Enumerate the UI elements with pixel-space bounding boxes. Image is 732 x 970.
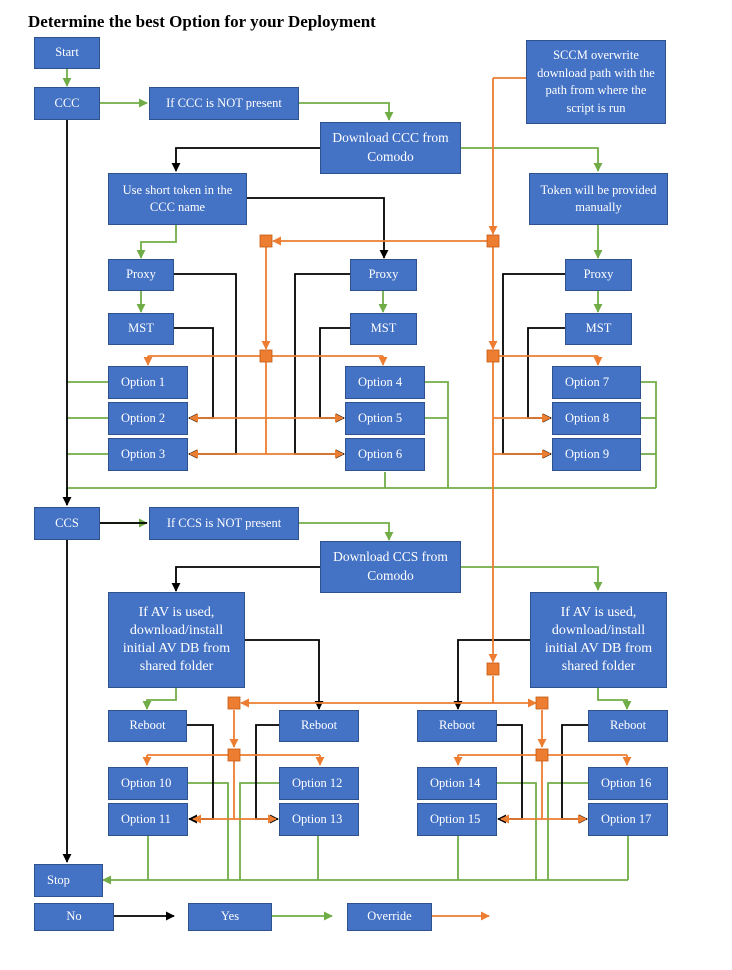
option-1-node: Option 1: [108, 366, 188, 399]
if-ccc-not-present-node: If CCC is NOT present: [149, 87, 299, 120]
option-3-node: Option 3: [108, 438, 188, 471]
option-10-node: Option 10: [108, 767, 188, 800]
proxy-node-1: Proxy: [108, 259, 174, 291]
reboot-node-3: Reboot: [417, 710, 497, 742]
download-ccc-node: Download CCC from Comodo: [320, 122, 461, 174]
av-db-node-2: If AV is used, download/install initial …: [530, 592, 667, 688]
stop-node: Stop: [34, 864, 103, 897]
short-token-node: Use short token in the CCC name: [108, 173, 247, 225]
mst-node-1: MST: [108, 313, 174, 345]
option-9-node: Option 9: [552, 438, 641, 471]
override-junctions: [227, 234, 549, 762]
option-16-node: Option 16: [588, 767, 668, 800]
yes-lines: [62, 69, 657, 921]
ccc-node: CCC: [34, 87, 100, 120]
option-17-node: Option 17: [588, 803, 668, 836]
option-11-node: Option 11: [108, 803, 188, 836]
legend-override: Override: [347, 903, 432, 931]
legend-no: No: [34, 903, 114, 931]
diagram-title: Determine the best Option for your Deplo…: [28, 12, 376, 31]
legend-yes: Yes: [188, 903, 272, 931]
ccs-node: CCS: [34, 507, 100, 540]
option-7-node: Option 7: [552, 366, 641, 399]
start-node: Start: [34, 37, 100, 69]
reboot-node-4: Reboot: [588, 710, 668, 742]
option-14-node: Option 14: [417, 767, 497, 800]
reboot-node-1: Reboot: [108, 710, 187, 742]
av-db-node-1: If AV is used, download/install initial …: [108, 592, 245, 688]
option-13-node: Option 13: [279, 803, 359, 836]
if-ccs-not-present-node: If CCS is NOT present: [149, 507, 299, 540]
option-5-node: Option 5: [345, 402, 425, 435]
sccm-override-node: SCCM overwrite download path with the pa…: [526, 40, 666, 124]
proxy-node-3: Proxy: [565, 259, 632, 291]
reboot-node-2: Reboot: [279, 710, 359, 742]
mst-node-3: MST: [565, 313, 632, 345]
option-8-node: Option 8: [552, 402, 641, 435]
manual-token-node: Token will be provided manually: [529, 173, 668, 225]
option-6-node: Option 6: [345, 438, 425, 471]
download-ccs-node: Download CCS from Comodo: [320, 541, 461, 593]
option-12-node: Option 12: [279, 767, 359, 800]
proxy-node-2: Proxy: [350, 259, 417, 291]
option-4-node: Option 4: [345, 366, 425, 399]
mst-node-2: MST: [350, 313, 417, 345]
option-2-node: Option 2: [108, 402, 188, 435]
option-15-node: Option 15: [417, 803, 497, 836]
